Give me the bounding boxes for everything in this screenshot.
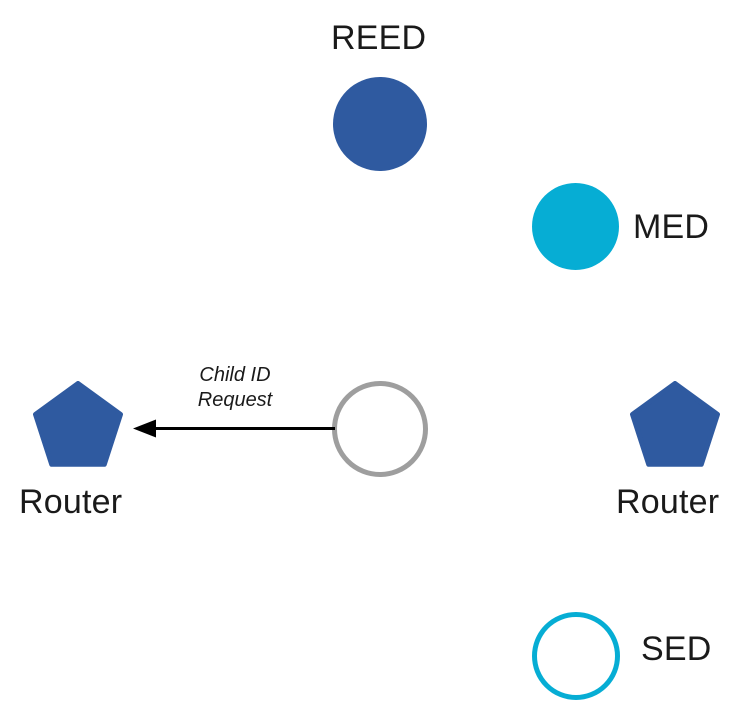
edge-label-line-2: Request (197, 389, 273, 411)
node-sed-label: SED (641, 630, 712, 668)
arrow-head-icon (133, 419, 156, 438)
node-sed-circle[interactable] (532, 612, 620, 700)
node-center-circle[interactable] (332, 381, 428, 477)
pentagon-icon (33, 381, 123, 467)
node-reed-label: REED (331, 19, 427, 57)
node-router-left-label: Router (19, 483, 123, 521)
pentagon-icon (630, 381, 720, 467)
node-reed-circle[interactable] (333, 77, 427, 171)
edge-label-line-1: Child ID (199, 364, 271, 386)
edge-child-id-request-label: Child ID Request (180, 363, 290, 413)
node-med-label: MED (633, 208, 710, 246)
edge-child-id-request-arrow (133, 419, 335, 438)
node-med-circle[interactable] (532, 183, 619, 270)
node-router-right-label: Router (616, 483, 720, 521)
node-router-left-pentagon[interactable] (32, 381, 124, 471)
node-router-right-pentagon[interactable] (629, 381, 721, 471)
